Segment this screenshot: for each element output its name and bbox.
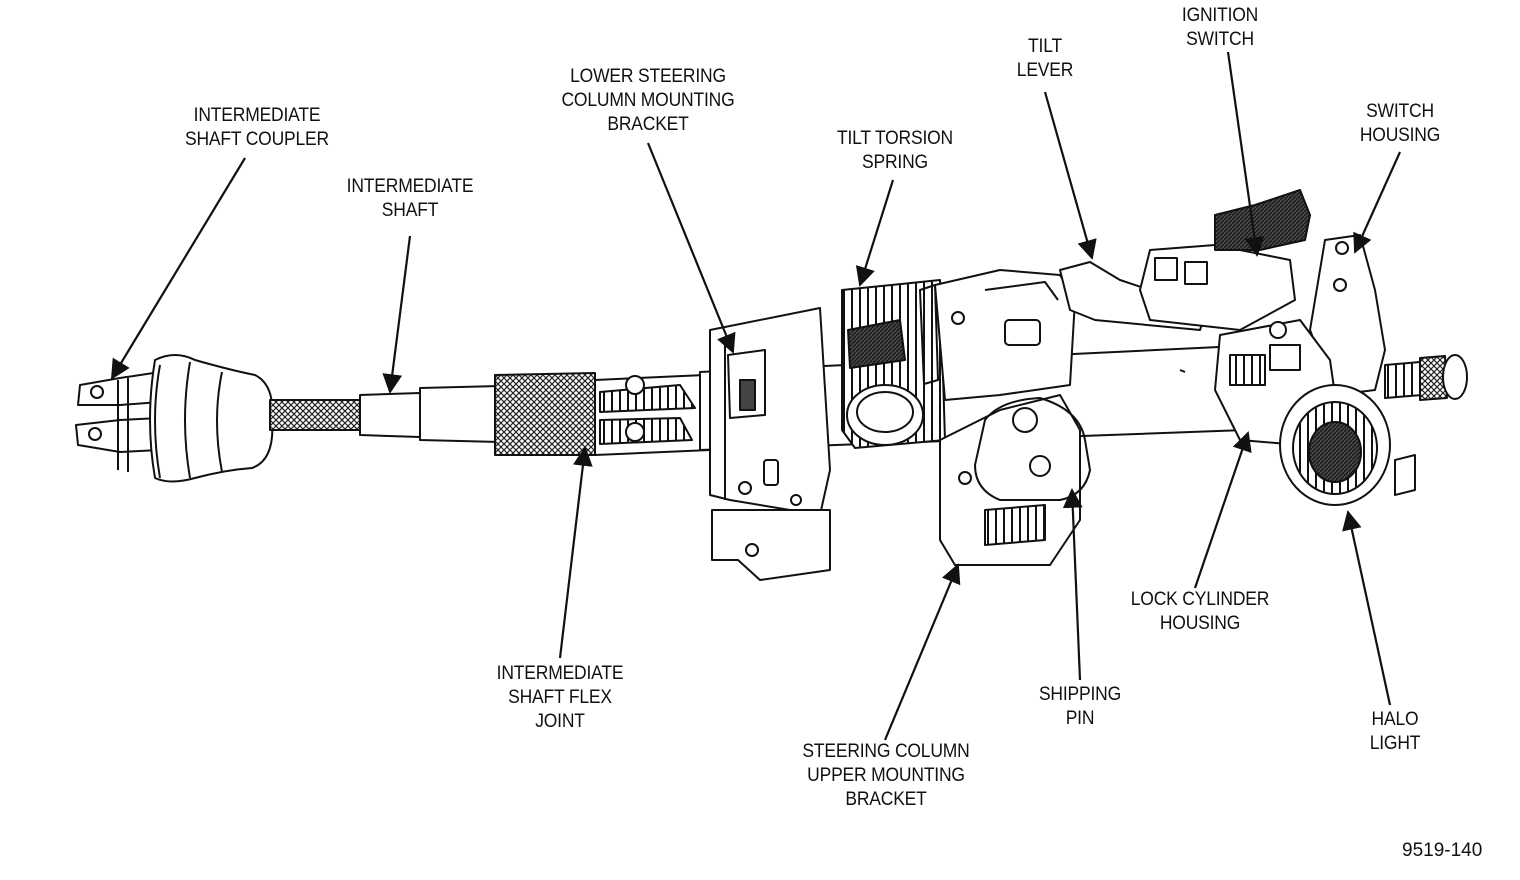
leader-flex-joint xyxy=(558,446,593,659)
leader-ignition-switch xyxy=(1226,51,1265,257)
label-halo-light: HALO LIGHT xyxy=(1369,709,1421,754)
label-lock-cylinder-housing: LOCK CYLINDER HOUSING xyxy=(1130,589,1270,634)
intermediate-shaft-tube xyxy=(359,385,501,443)
label-upper-bracket: STEERING COLUMN UPPER MOUNTING BRACKET xyxy=(802,741,970,810)
label-intermediate-shaft: INTERMEDIATE SHAFT xyxy=(346,176,474,221)
label-shipping-pin: SHIPPING PIN xyxy=(1038,684,1122,729)
shaft-end xyxy=(1384,354,1468,496)
coupler-yoke xyxy=(75,371,161,472)
figure-id: 9519-140 xyxy=(1402,840,1483,861)
label-ignition-switch: IGNITION SWITCH xyxy=(1181,5,1259,50)
leader-shipping-pin xyxy=(1062,488,1083,681)
label-intermediate-shaft-coupler: INTERMEDIATE SHAFT COUPLER xyxy=(185,105,329,150)
halo-light-ring xyxy=(1279,384,1391,506)
leader-coupler xyxy=(110,157,246,380)
coupler-boot xyxy=(149,354,274,483)
leader-tilt-torsion-spring xyxy=(855,179,895,287)
leader-tilt-lever xyxy=(1043,91,1097,260)
label-tilt-torsion-spring: TILT TORSION SPRING xyxy=(837,128,953,173)
assembly-drawing xyxy=(75,189,1468,581)
leader-lines xyxy=(110,51,1402,741)
leader-switch-housing xyxy=(1353,151,1402,254)
ignition-switch-part xyxy=(1139,189,1311,331)
tilt-torsion-spring xyxy=(841,279,946,449)
leader-halo-light xyxy=(1342,510,1392,706)
label-intermediate-shaft-flex-joint: INTERMEDIATE SHAFT FLEX JOINT xyxy=(496,663,624,732)
leader-upper-bracket xyxy=(883,563,961,741)
lower-mounting-bracket xyxy=(709,307,831,581)
leader-lower-bracket xyxy=(646,142,736,354)
knurled-shaft xyxy=(269,399,366,431)
flex-joint-sleeve xyxy=(494,372,711,456)
leader-lock-cylinder xyxy=(1193,431,1252,589)
label-lower-bracket: LOWER STEERING COLUMN MOUNTING BRACKET xyxy=(561,66,735,135)
label-tilt-lever: TILT LEVER xyxy=(1016,36,1074,81)
leader-intermediate-shaft xyxy=(382,235,412,394)
label-switch-housing: SWITCH HOUSING xyxy=(1359,101,1441,146)
upper-mounting-bracket xyxy=(939,394,1091,566)
